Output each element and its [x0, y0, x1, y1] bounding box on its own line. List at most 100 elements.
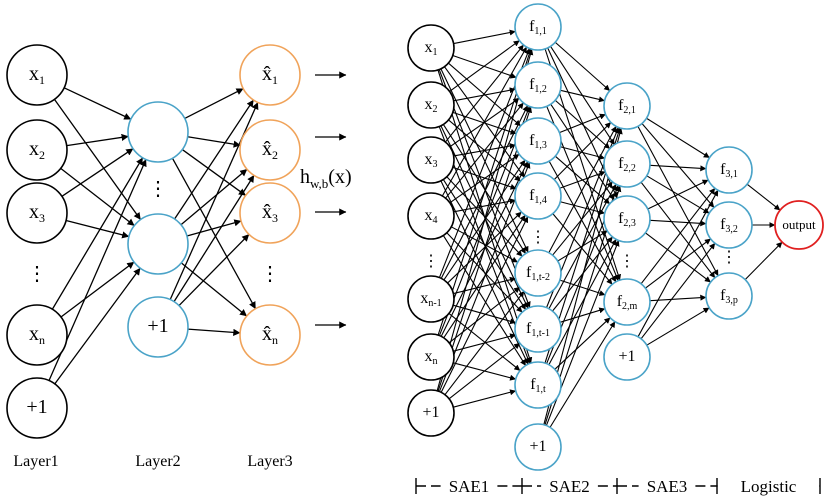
layer-label: Layer1 [13, 453, 58, 470]
sae-input-ellipsis: ⋮ [423, 253, 439, 270]
sae-hidden2-label-base: f [618, 210, 624, 227]
sae-hidden2-ellipsis-base: ⋮ [619, 253, 635, 270]
sae-hidden2-label-sub: 2,1 [623, 105, 636, 116]
sae-hidden1-label: f1,t [530, 376, 546, 396]
sae3-edge [646, 307, 710, 346]
sae1-edge [448, 342, 521, 400]
left-hidden-node-blank [127, 213, 189, 275]
sae-hidden1-label: f1,4 [529, 187, 547, 207]
sae-hidden1-node-1-t-1 [514, 305, 562, 353]
sae-hidden3-label-sub: 3,1 [725, 169, 738, 180]
sae-input-label: xn-1 [420, 290, 441, 310]
left-edge-l2-l3 [187, 328, 241, 336]
sae2-edge [548, 160, 617, 283]
sae-hidden3-label-sub: 3,2 [725, 224, 738, 235]
sae-input-label-base: +1 [422, 404, 439, 421]
left-output-node-2 [239, 119, 301, 181]
left-edge-l1-l2 [60, 261, 135, 318]
left-input-label-sub: 2 [39, 148, 45, 162]
sae1-edge [448, 312, 521, 372]
sae-input-node-n [407, 333, 455, 381]
left-edge-l1-l2 [51, 157, 144, 310]
sae3-edge [646, 117, 710, 159]
sae1-edge [449, 40, 520, 92]
sae-hidden3-label: f3,p [720, 287, 738, 307]
left-edge-l2-l3 [174, 99, 254, 220]
left-output-label-base: x̂ [262, 323, 272, 345]
layer-label: Layer2 [135, 453, 180, 470]
sae-input-label-sub: 4 [433, 215, 438, 226]
left-input-ellipsis: ⋮ [27, 263, 47, 285]
sae1-edge [437, 106, 532, 392]
sae1-edge [436, 48, 534, 391]
left-input-label: x3 [29, 201, 45, 225]
logistic-edge [746, 183, 781, 211]
sae2-edge [549, 321, 616, 428]
sae-hidden2-node--1 [603, 333, 651, 381]
sae-input-label: x4 [425, 207, 438, 227]
sae-input-label: +1 [422, 404, 439, 421]
sae-input-label-base: x [425, 207, 433, 224]
sae3-edge [649, 164, 707, 172]
sae-input-label-sub: n-1 [428, 298, 441, 309]
left-edge-l2-l3 [187, 136, 241, 148]
sae-input-label-base: x [425, 348, 433, 365]
sae-hidden3-node-3-p [705, 272, 753, 320]
sae3-edge [647, 179, 709, 210]
left-input-label-base: x [29, 63, 39, 85]
sae2-edge [559, 307, 606, 323]
left-output-label-base: x̂ [262, 201, 272, 223]
left-input-label-base: x [29, 138, 39, 160]
sae-input-node-3 [407, 136, 455, 184]
sae-hidden2-label: f2,3 [618, 210, 636, 230]
stage-label: SAE1 [449, 477, 490, 496]
left-hidden-node-blank [127, 101, 189, 163]
sae-input-label-sub: 1 [433, 47, 438, 58]
sae1-edge [440, 216, 529, 393]
sae-hidden1-label-base: f [526, 264, 532, 281]
sae-hidden2-label-sub: 2,2 [623, 163, 636, 174]
sae-hidden1-label-base: f [529, 132, 535, 149]
sae-hidden1-label-sub: 1,1 [534, 26, 547, 37]
sae-input-label: x1 [425, 39, 438, 59]
sae-hidden3-label: f3,1 [720, 161, 738, 181]
sae1-edge [442, 124, 527, 254]
sae-hidden2-label-base: f [617, 293, 623, 310]
sae2-edge [554, 317, 611, 370]
left-output-label-base: x̂ [262, 63, 272, 85]
sae3-edge [641, 123, 715, 208]
sae-hidden3-label-base: f [720, 161, 726, 178]
sae-hidden3-node-3-1 [705, 146, 753, 194]
sae2-edge [554, 99, 611, 150]
sae-hidden1-label: f1,1 [529, 18, 547, 38]
left-edge-l2-l3 [186, 219, 242, 237]
sae2-edge [553, 121, 612, 181]
sae-hidden3-ellipsis: ⋮ [721, 249, 737, 266]
sae-hidden1-label-sub: 1,4 [534, 195, 547, 206]
left-edge-l1-l2 [53, 99, 142, 220]
sae2-edge [548, 126, 617, 253]
hypothesis-label: hw,b(x) [300, 166, 352, 191]
sae-input-node-1 [407, 24, 455, 72]
left-input-node--1 [6, 377, 68, 439]
sae-hidden1-label-base: f [529, 187, 535, 204]
sae2-edge [554, 41, 611, 92]
left-edge-l1-l2 [63, 87, 132, 120]
sae3-edge [637, 126, 719, 277]
sae-hidden1-label-base: +1 [529, 438, 546, 455]
sae-hidden3-label-base: f [720, 216, 726, 233]
left-input-label-base: x [29, 201, 39, 223]
sae-hidden1-label-base: f [526, 320, 532, 337]
left-output-label: x̂2 [262, 138, 278, 162]
left-input-label: +1 [26, 396, 47, 418]
logistic-edge [744, 241, 783, 281]
left-input-ellipsis-base: ⋮ [27, 263, 47, 285]
sae-hidden2-label: f2,1 [618, 97, 636, 117]
left-output-label-sub: n [272, 333, 278, 347]
left-edge-l2-l3 [171, 157, 257, 310]
sae3-edge [640, 242, 716, 340]
left-input-label: x1 [29, 63, 45, 87]
left-hidden-ellipsis: ⋮ [148, 178, 168, 200]
left-output-label-sub: 2 [272, 148, 278, 162]
sae-hidden1-label: f1,2 [529, 76, 547, 96]
